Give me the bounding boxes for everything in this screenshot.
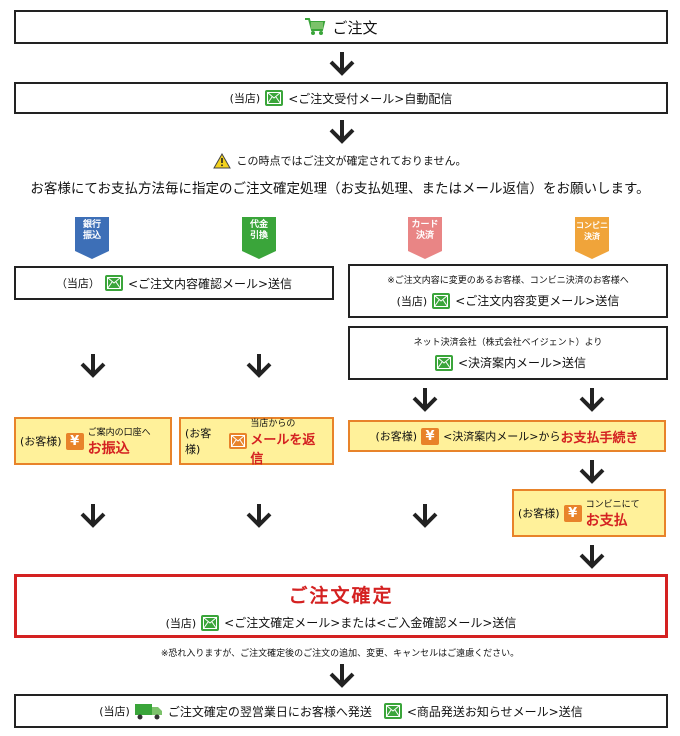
method-flag-card: カード決済 bbox=[408, 217, 442, 259]
warning-text: この時点ではご注文が確定されておりません。 bbox=[236, 154, 467, 168]
arrow-down-icon bbox=[80, 504, 106, 528]
instruction-text: お客様にてお支払方法毎に指定のご注文確定処理（お支払処理、またはメール返信）をお… bbox=[30, 181, 650, 197]
change-mail-box: ※ご注文内容に変更のあるお客様、コンビニ決済のお客様へ (当店) <ご注文内容変… bbox=[348, 264, 668, 318]
confirmed-title: ご注文確定 bbox=[288, 585, 394, 607]
method-bank-line1: 銀行 bbox=[82, 220, 101, 230]
settle-mail-note: ネット決済会社（株式会社ベイジェント）より bbox=[413, 338, 603, 348]
method-card-line1: カード bbox=[411, 220, 439, 230]
method-conv-line2: 決済 bbox=[584, 232, 600, 241]
change-mail-prefix: (当店) bbox=[396, 294, 428, 308]
conv-pay-box: (お客様) ¥ コンビニにて お支払 bbox=[512, 489, 666, 537]
cart-icon bbox=[305, 18, 326, 35]
method-bank-line2: 振込 bbox=[82, 231, 101, 241]
change-mail-text: <ご注文内容変更メール>送信 bbox=[455, 294, 620, 308]
mail-icon bbox=[265, 90, 284, 106]
warning-line: この時点ではご注文が確定されておりません。 bbox=[0, 150, 680, 169]
truck-icon bbox=[134, 704, 162, 720]
arrow-down-icon bbox=[329, 664, 355, 688]
confirmed-text: <ご注文確定メール>または<ご入金確認メール>送信 bbox=[224, 616, 517, 630]
confirmed-prefix: (当店) bbox=[165, 616, 197, 630]
method-flag-cod: 代金引換 bbox=[242, 217, 276, 259]
arrow-down-icon bbox=[579, 545, 605, 569]
auto-reply-box: (当店) <ご注文受付メール>自動配信 bbox=[14, 82, 668, 114]
bank-transfer-box: (お客様) ¥ ご案内の口座へ お振込 bbox=[14, 417, 172, 465]
method-conv-line1: コンビニ bbox=[576, 221, 608, 230]
card-pay-text: <決済案内メール>から bbox=[443, 430, 561, 443]
arrow-down-icon bbox=[579, 460, 605, 484]
arrow-down-icon bbox=[579, 388, 605, 412]
arrow-down-icon bbox=[246, 354, 272, 378]
settle-mail-text: <決済案内メール>送信 bbox=[457, 356, 587, 370]
confirm-mail-prefix: （当店） bbox=[55, 277, 100, 290]
auto-reply-prefix: (当店) bbox=[229, 92, 261, 105]
arrow-down-icon bbox=[80, 354, 106, 378]
method-flag-conv: コンビニ決済 bbox=[575, 217, 609, 259]
cod-reply-prefix: (お客様) bbox=[185, 427, 212, 456]
bank-pay-big: お振込 bbox=[87, 440, 130, 457]
settle-mail-box: ネット決済会社（株式会社ベイジェント）より <決済案内メール>送信 bbox=[348, 326, 668, 380]
method-cod-line2: 引換 bbox=[249, 231, 268, 241]
confirm-mail-box: （当店） <ご注文内容確認メール>送信 bbox=[14, 266, 334, 300]
mail-icon bbox=[104, 275, 123, 291]
arrow-down-icon bbox=[412, 504, 438, 528]
bank-pay-prefix: (お客様) bbox=[20, 435, 62, 448]
conv-pay-small: コンビニにて bbox=[585, 499, 640, 510]
mail-icon bbox=[201, 614, 220, 631]
shipping-mail-text: <商品発送お知らせメール>送信 bbox=[406, 704, 583, 719]
yen-icon: ¥ bbox=[421, 427, 440, 445]
order-box: ご注文 bbox=[14, 10, 668, 44]
mail-icon bbox=[229, 433, 248, 449]
shipping-text: ご注文確定の翌営業日にお客様へ発送 bbox=[167, 704, 372, 719]
yen-icon: ¥ bbox=[65, 432, 84, 450]
order-confirmed-box: ご注文確定 (当店) <ご注文確定メール>または<ご入金確認メール>送信 bbox=[14, 574, 668, 638]
cod-reply-box: (お客様) 当店からの メールを返信 bbox=[179, 417, 334, 467]
mail-icon bbox=[432, 292, 451, 309]
arrow-down-icon bbox=[246, 504, 272, 528]
shipping-prefix: (当店) bbox=[99, 705, 130, 718]
card-pay-box: (お客様) ¥ <決済案内メール>から お支払手続き bbox=[348, 420, 666, 452]
card-pay-prefix: (お客様) bbox=[375, 430, 418, 443]
confirm-mail-text: <ご注文内容確認メール>送信 bbox=[127, 276, 293, 291]
mail-icon bbox=[434, 354, 453, 371]
card-pay-big: お支払手続き bbox=[560, 430, 639, 446]
cod-reply-small: 当店からの bbox=[250, 418, 296, 429]
arrow-down-icon bbox=[412, 388, 438, 412]
conv-pay-prefix: (お客様) bbox=[518, 507, 560, 520]
conv-pay-big: お支払 bbox=[585, 512, 628, 529]
warning-icon bbox=[213, 152, 232, 168]
bank-pay-small: ご案内の口座へ bbox=[87, 427, 151, 438]
arrow-down-icon bbox=[329, 52, 355, 76]
method-cod-line1: 代金 bbox=[249, 220, 268, 230]
change-mail-note: ※ご注文内容に変更のあるお客様、コンビニ決済のお客様へ bbox=[387, 276, 629, 286]
notice-text: ※恐れ入りますが、ご注文確定後のご注文の追加、変更、キャンセルはご遠慮ください。 bbox=[160, 649, 520, 659]
method-flag-bank: 銀行振込 bbox=[75, 217, 109, 259]
shipping-box: (当店) ご注文確定の翌営業日にお客様へ発送 <商品発送お知らせメール>送信 bbox=[14, 694, 668, 728]
method-card-line2: 決済 bbox=[415, 231, 434, 241]
auto-reply-text: <ご注文受付メール>自動配信 bbox=[288, 91, 453, 106]
cod-reply-big: メールを返信 bbox=[250, 432, 316, 467]
mail-icon bbox=[383, 703, 402, 719]
yen-icon: ¥ bbox=[563, 504, 582, 522]
order-title: ご注文 bbox=[332, 18, 378, 37]
arrow-down-icon bbox=[329, 120, 355, 144]
